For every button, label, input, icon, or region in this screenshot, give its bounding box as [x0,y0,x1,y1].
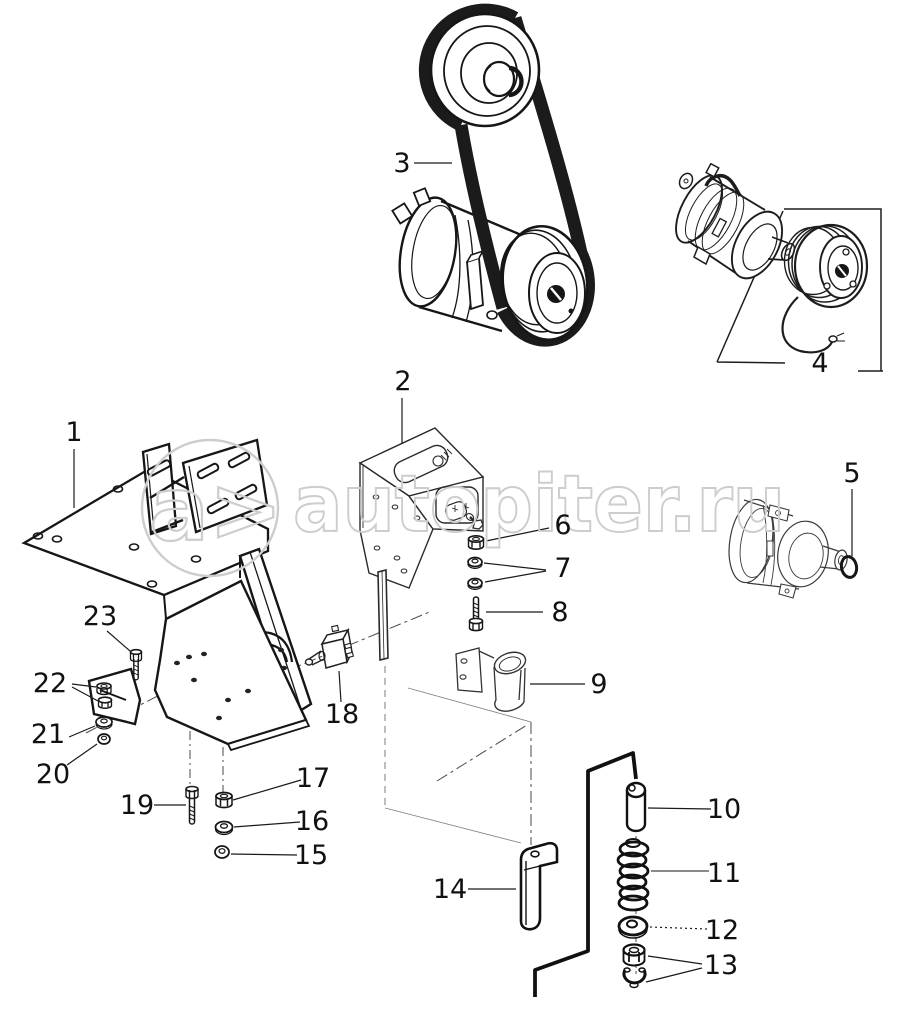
watermark-logo: a> [149,458,282,561]
o-ring [839,555,859,579]
part-callout-20: 20 [36,759,70,790]
part-callout-10: 10 [707,794,741,825]
part-callout-22: 22 [33,668,67,699]
part-callout-6: 6 [554,510,571,541]
switch [304,624,355,669]
washer-12 [617,915,649,939]
part-callout-16: 16 [295,806,329,837]
watermark-site-text: autopiter.ru [293,460,785,550]
part-callout-12: 12 [705,915,739,946]
part-callout-1: 1 [65,417,82,448]
part-callout-19: 19 [120,790,154,821]
support-bracket [87,547,313,752]
mount-bracket [358,427,485,662]
part-callout-3: 3 [393,148,410,179]
spacer-tube [625,781,647,833]
hardware-6-7-8 [467,534,485,632]
compressor-rear-oring [728,498,859,599]
hardware-left [95,648,234,859]
part-callout-14: 14 [433,874,467,905]
part-callout-13: 13 [704,950,738,981]
part-callout-15: 15 [294,840,328,871]
part-callout-21: 21 [31,719,65,750]
part-callout-18: 18 [325,699,359,730]
watermark-logo-circle [140,438,280,578]
clamp-sleeve [455,647,527,712]
part-callout-11: 11 [707,858,741,889]
part-callout-5: 5 [843,458,860,489]
channel-bracket [519,841,559,931]
part-callout-2: 2 [394,366,411,397]
part-callout-4: 4 [811,348,828,379]
watermark: a> autopiter.ru [140,438,786,578]
part-callout-23: 23 [83,601,117,632]
spring [616,838,650,912]
part-callout-8: 8 [551,597,568,628]
compressor-clutch-detail [675,162,883,372]
part-callout-9: 9 [590,669,607,700]
nuts-13 [622,943,647,989]
frame-rod [533,751,638,997]
leader-lines [66,162,853,983]
compressor-belt-assembly [391,3,595,347]
part-callout-17: 17 [296,763,330,794]
callouts: 1 2 3 4 5 6 7 8 9 10 11 12 13 14 15 16 1… [31,148,861,981]
part-callout-7: 7 [554,553,571,584]
